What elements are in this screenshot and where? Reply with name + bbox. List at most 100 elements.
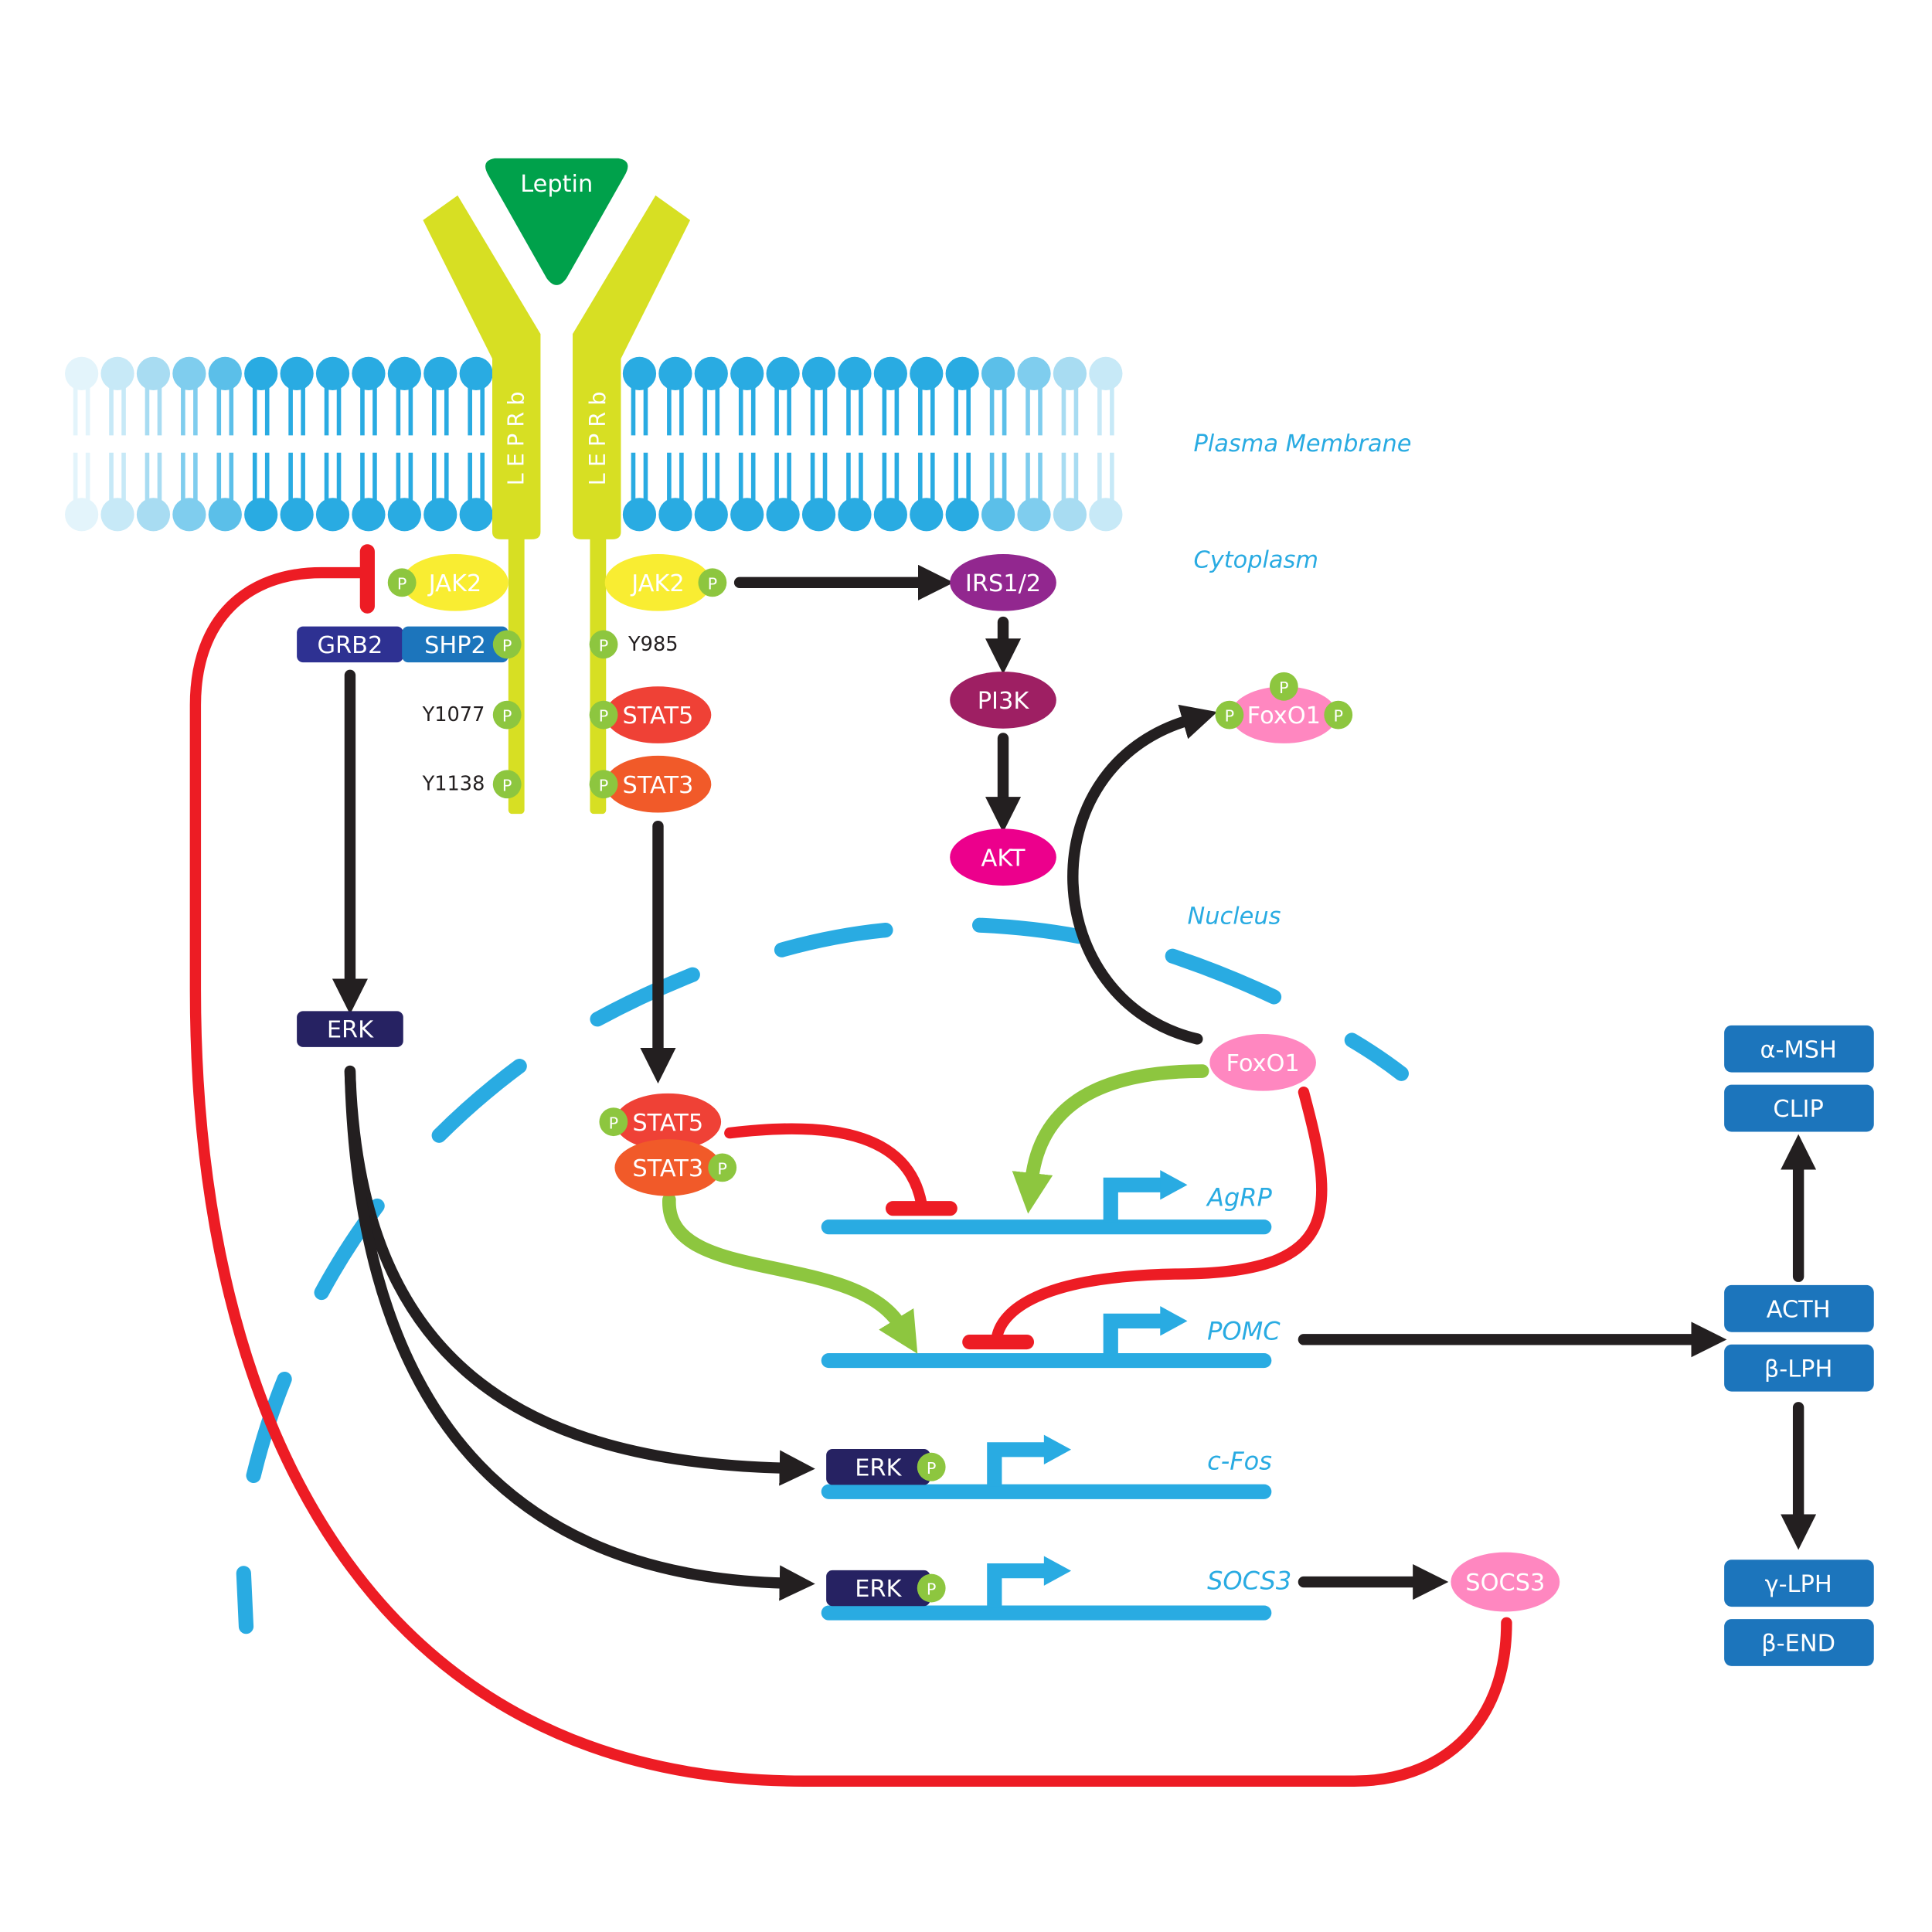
site-y985-label: Y985 <box>628 633 678 656</box>
protein-jak2-left: JAK2 P <box>387 554 509 611</box>
protein-erk: ERK <box>297 1011 403 1047</box>
arrow-erk-cfos <box>344 1065 815 1486</box>
lipid <box>100 356 134 532</box>
phospho-label: P <box>397 574 407 593</box>
phospho-badge: P <box>492 700 522 730</box>
product-label: β-END <box>1761 1631 1835 1658</box>
lipid <box>766 356 800 532</box>
protein-label: AKT <box>981 845 1026 872</box>
phospho-label: P <box>717 1159 727 1178</box>
lipid <box>1089 356 1123 532</box>
leprb-receptor-right: LEPRb <box>573 195 691 815</box>
lipid <box>945 356 979 532</box>
protein-label: STAT3 <box>632 1155 703 1182</box>
phospho-label: P <box>502 707 512 726</box>
product-acth: ACTH <box>1724 1284 1874 1332</box>
lipid <box>801 356 836 532</box>
nucleus-label: Nucleus <box>1187 903 1281 930</box>
lipid <box>208 356 242 532</box>
product-bend: β-END <box>1724 1619 1874 1666</box>
gene-pomc-label: POMC <box>1207 1316 1281 1345</box>
phospho-label: P <box>708 574 718 593</box>
phospho-badge: P <box>917 1452 946 1481</box>
product-label: CLIP <box>1773 1096 1823 1123</box>
lipid <box>910 356 944 532</box>
phospho-label: P <box>599 636 609 655</box>
cytoplasm-label: Cytoplasm <box>1193 547 1318 574</box>
phospho-badge: P <box>917 1573 946 1603</box>
transcription-arrows <box>662 1064 1209 1354</box>
lipid <box>315 356 350 532</box>
protein-label: STAT5 <box>623 702 694 730</box>
lipid <box>65 356 99 532</box>
protein-stat3: STAT3 P <box>589 755 712 813</box>
product-amsh: α-MSH <box>1724 1025 1874 1073</box>
inhibit-stat5-agrp <box>724 1123 927 1209</box>
phospho-badge: P <box>1215 700 1244 730</box>
plasma-membrane-label: Plasma Membrane <box>1193 430 1411 457</box>
lipid <box>352 356 386 532</box>
activation-arrows <box>332 564 1817 1601</box>
lipid <box>730 356 764 532</box>
lipid <box>423 356 457 532</box>
leprb-receptor-left: LEPRb <box>423 195 541 815</box>
phospho-badge: P <box>387 568 417 597</box>
phospho-badge: P <box>589 700 618 730</box>
protein-label: SOCS3 <box>1465 1570 1545 1597</box>
gene-agrp-label: AgRP <box>1206 1182 1272 1212</box>
phospho-label: P <box>599 707 609 726</box>
site-y1077-label: Y1077 <box>422 703 485 726</box>
phospho-label: P <box>502 776 512 794</box>
lipid <box>280 356 314 532</box>
phospho-badge: P <box>1269 672 1298 701</box>
phospho-label: P <box>1333 707 1343 726</box>
promoter-arrowheads <box>1043 1170 1188 1586</box>
protein-label: SHP2 <box>424 632 486 659</box>
protein-akt: AKT <box>950 828 1056 886</box>
phospho-label: P <box>1225 707 1235 726</box>
lipid <box>172 356 206 532</box>
protein-label: STAT5 <box>632 1110 703 1137</box>
protein-stat5-nuc: STAT5 P <box>599 1093 722 1151</box>
lipid <box>873 356 907 532</box>
product-clip: CLIP <box>1724 1084 1874 1132</box>
protein-grb2: GRB2 <box>297 626 403 663</box>
phospho-label: P <box>599 776 609 794</box>
arrow-stat3-pomc <box>662 1192 918 1354</box>
protein-label: STAT3 <box>623 772 694 799</box>
protein-label: IRS1/2 <box>965 570 1041 597</box>
lipid <box>459 356 493 532</box>
phospho-badge: P <box>698 568 727 597</box>
genes <box>821 1177 1272 1621</box>
plasma-membrane <box>65 356 1123 532</box>
protein-label: JAK2 <box>630 570 684 597</box>
protein-label: FoxO1 <box>1226 1050 1299 1077</box>
protein-label: JAK2 <box>427 570 481 597</box>
site-y1138-label: Y1138 <box>422 773 485 796</box>
gene-socs3-label: SOCS3 <box>1207 1566 1291 1596</box>
lipid <box>1017 356 1051 532</box>
phospho-badge: P <box>492 770 522 799</box>
phospho-label: P <box>927 1459 937 1478</box>
leprb-label-left: LEPRb <box>502 385 529 485</box>
product-blph: β-LPH <box>1724 1344 1874 1392</box>
inhibit-socs3-jak2 <box>189 566 1512 1787</box>
leptin-label: Leptin <box>520 171 593 198</box>
leprb-label-right: LEPRb <box>584 385 611 485</box>
arrow-foxo1-export <box>1067 704 1218 1045</box>
leptin-ligand: Leptin <box>485 158 628 285</box>
phospho-label: P <box>609 1114 619 1132</box>
lipid <box>387 356 421 532</box>
inhibition-arrows <box>189 544 1512 1787</box>
protein-irs: IRS1/2 <box>950 554 1056 611</box>
phospho-badge: P <box>492 630 522 659</box>
phospho-label: P <box>1279 679 1289 697</box>
protein-pi3k: PI3K <box>950 672 1056 729</box>
product-label: γ-LPH <box>1765 1571 1832 1598</box>
phospho-badge: P <box>708 1153 737 1182</box>
